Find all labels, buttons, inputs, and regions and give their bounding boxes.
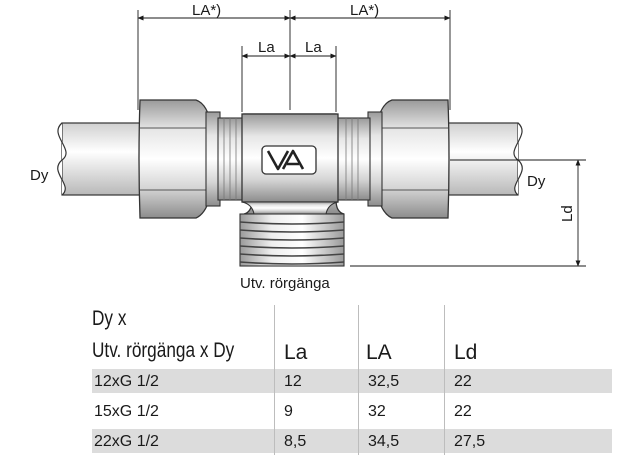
- cell-LA: 32: [368, 403, 386, 420]
- table-header-line2: Utv. rörgänga x Dy: [92, 339, 235, 362]
- cell-la: 8,5: [284, 433, 307, 450]
- cell-la: 12: [284, 373, 302, 390]
- left-pipe: [57, 122, 143, 196]
- cell-size: 15xG 1/2: [94, 403, 159, 420]
- table-row: 12xG 1/2 12 32,5 22: [92, 369, 612, 393]
- spec-table: Dy x Utv. rörgänga x Dy La LA Ld 12xG 1/…: [92, 305, 612, 455]
- cell-la: 9: [284, 403, 293, 420]
- table-row: 15xG 1/2 9 32 22: [92, 399, 612, 423]
- cell-size: 22xG 1/2: [94, 433, 159, 450]
- dim-LA-left: LA*): [192, 2, 221, 19]
- va-logo-icon: [261, 145, 317, 175]
- right-union-nut: [335, 99, 450, 219]
- column-divider: [358, 305, 359, 455]
- column-divider: [444, 305, 445, 455]
- fitting-drawing: LA*) LA*) La La Dy Dy Ld Utv. rörgänga: [30, 2, 586, 292]
- dim-La-right: La: [305, 39, 322, 56]
- cell-ld: 22: [454, 403, 472, 420]
- column-divider: [274, 305, 275, 455]
- cell-ld: 22: [454, 373, 472, 390]
- outlet-caption: Utv. rörgänga: [240, 275, 330, 292]
- dim-LA-right: LA*): [350, 2, 379, 19]
- outlet-thread: [239, 213, 345, 267]
- cell-size: 12xG 1/2: [94, 373, 159, 390]
- column-header-la: La: [284, 341, 308, 364]
- label-ld: Ld: [559, 205, 576, 222]
- table-header-line1: Dy x: [92, 307, 127, 330]
- label-dy-right: Dy: [527, 173, 546, 190]
- table-row: 22xG 1/2 8,5 34,5 27,5: [92, 429, 612, 453]
- column-header-ld: Ld: [454, 341, 478, 364]
- dimension-lines: [137, 10, 586, 267]
- cell-LA: 32,5: [368, 373, 400, 390]
- cell-ld: 27,5: [454, 433, 486, 450]
- right-pipe: [447, 122, 523, 196]
- left-union-nut: [138, 99, 245, 219]
- dim-La-left: La: [258, 39, 275, 56]
- label-dy-left: Dy: [30, 167, 49, 184]
- cell-LA: 34,5: [368, 433, 400, 450]
- column-header-LA: LA: [366, 341, 392, 364]
